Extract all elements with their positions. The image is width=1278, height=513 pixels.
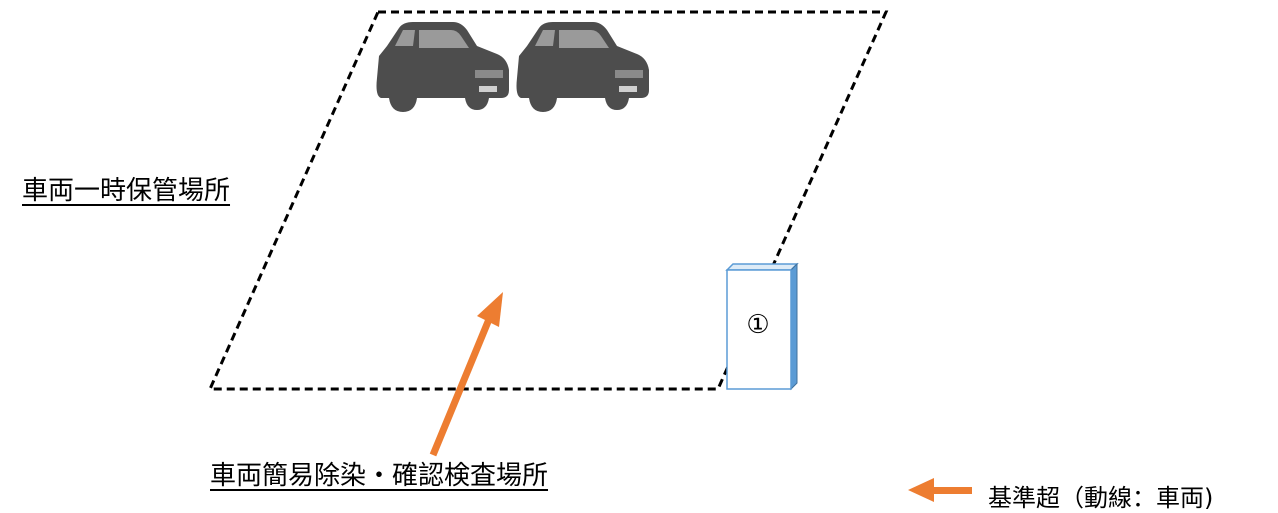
storage-area-boundary (207, 10, 889, 391)
storage-area-label: 車両一時保管場所 (22, 176, 231, 206)
facility-number-label: ① (746, 310, 770, 340)
legend-arrow-icon (908, 478, 972, 502)
facility-box (725, 262, 799, 391)
arrow-icon (429, 292, 503, 457)
legend-text: 基準超（動線：車両) (988, 484, 1214, 512)
car-icon (376, 22, 509, 112)
decontamination-site-label: 車両簡易除染・確認検査場所 (210, 461, 549, 491)
car-icon (516, 22, 649, 112)
